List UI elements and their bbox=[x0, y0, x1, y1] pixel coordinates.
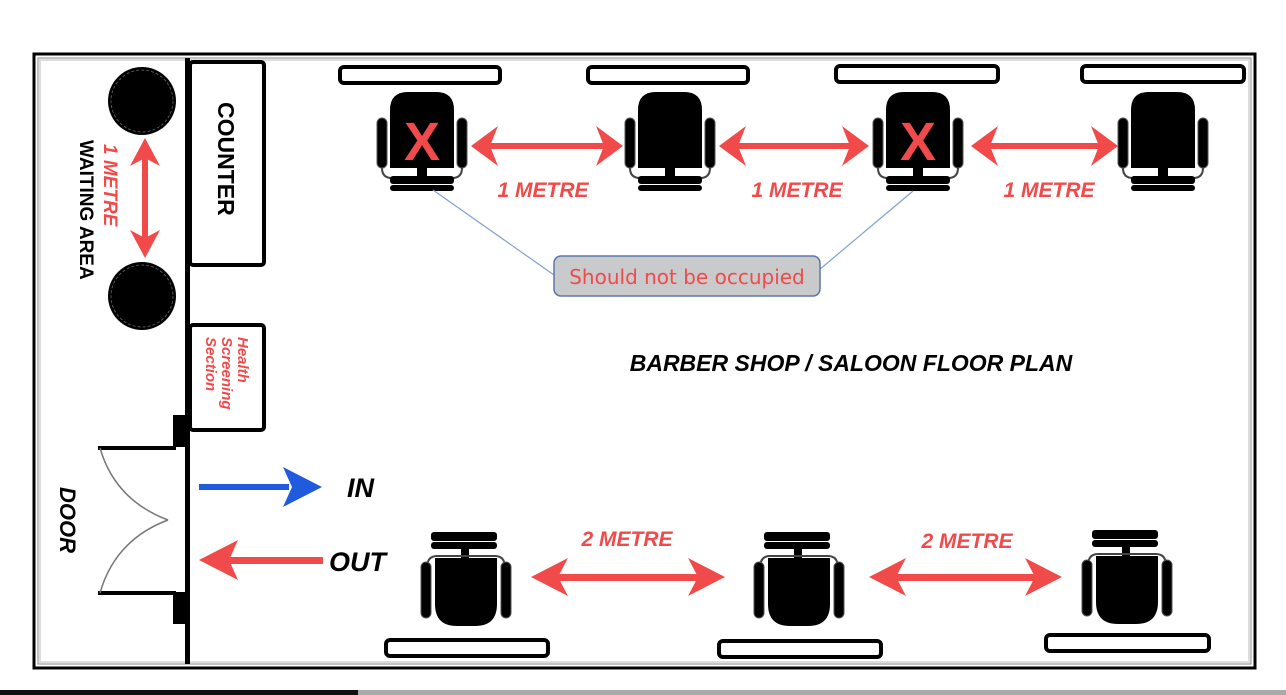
waiting-spacing-arrow bbox=[130, 138, 160, 258]
mirror bbox=[586, 65, 750, 85]
bottom-spacing-arrow-2 bbox=[869, 558, 1062, 596]
bottom-spacing-arrow-1 bbox=[531, 558, 725, 596]
waiting-area-label: WAITING AREA bbox=[75, 140, 96, 280]
mirror bbox=[338, 65, 502, 85]
waiting-seat bbox=[108, 67, 176, 135]
out-arrow bbox=[199, 540, 323, 580]
bottom-strip-light bbox=[358, 690, 1286, 695]
callout: Should not be occupied bbox=[432, 189, 914, 297]
x-mark-icon: X bbox=[900, 112, 936, 172]
counter: COUNTER bbox=[188, 60, 266, 267]
top-station-3[interactable]: X bbox=[872, 91, 964, 192]
top-mirrors bbox=[338, 64, 1246, 85]
in-label: IN bbox=[347, 473, 375, 503]
mirror bbox=[1080, 64, 1246, 84]
health-screening-section: Health Screening Section bbox=[188, 323, 266, 432]
callout-box bbox=[553, 255, 821, 297]
health-screening-label-line1: Health bbox=[234, 337, 251, 383]
callout-text: Should not be occupied bbox=[569, 265, 805, 289]
bottom-strip-dark bbox=[0, 690, 358, 695]
waiting-seat bbox=[108, 262, 176, 330]
top-spacing-arrow-2 bbox=[719, 126, 869, 166]
mirror bbox=[834, 64, 1000, 84]
mirror bbox=[384, 638, 550, 658]
door-label: DOOR bbox=[55, 487, 80, 553]
health-screening-label-line3: Section bbox=[202, 337, 219, 391]
callout-leader-line bbox=[432, 189, 555, 276]
plan-title: BARBER SHOP / SALOON FLOOR PLAN bbox=[630, 350, 1073, 376]
bottom-mirrors bbox=[384, 633, 1211, 659]
x-mark-icon: X bbox=[404, 112, 440, 172]
top-spacing-label-3: 1 METRE bbox=[1003, 179, 1095, 202]
interior-wall bbox=[185, 58, 190, 664]
top-spacing-arrow-1 bbox=[471, 126, 623, 166]
mirror bbox=[1044, 633, 1211, 653]
bottom-spacing-label-1: 2 METRE bbox=[580, 528, 673, 551]
waiting-spacing-label: 1 METRE bbox=[99, 144, 120, 228]
door[interactable]: DOOR bbox=[55, 415, 189, 624]
bottom-spacing-label-2: 2 METRE bbox=[920, 530, 1013, 553]
top-spacing-label-2: 1 METRE bbox=[751, 179, 843, 202]
top-station-1[interactable]: X bbox=[376, 91, 468, 192]
in-arrow bbox=[199, 467, 322, 507]
health-screening-label-line2: Screening bbox=[218, 337, 235, 410]
top-spacing-label-1: 1 METRE bbox=[497, 179, 589, 202]
out-label: OUT bbox=[329, 547, 389, 577]
callout-leader-line bbox=[818, 190, 914, 271]
top-spacing-arrow-3 bbox=[971, 126, 1118, 166]
mirror bbox=[717, 639, 883, 659]
waiting-area: 1 METRE WAITING AREA bbox=[75, 67, 176, 330]
counter-label: COUNTER bbox=[213, 102, 239, 216]
